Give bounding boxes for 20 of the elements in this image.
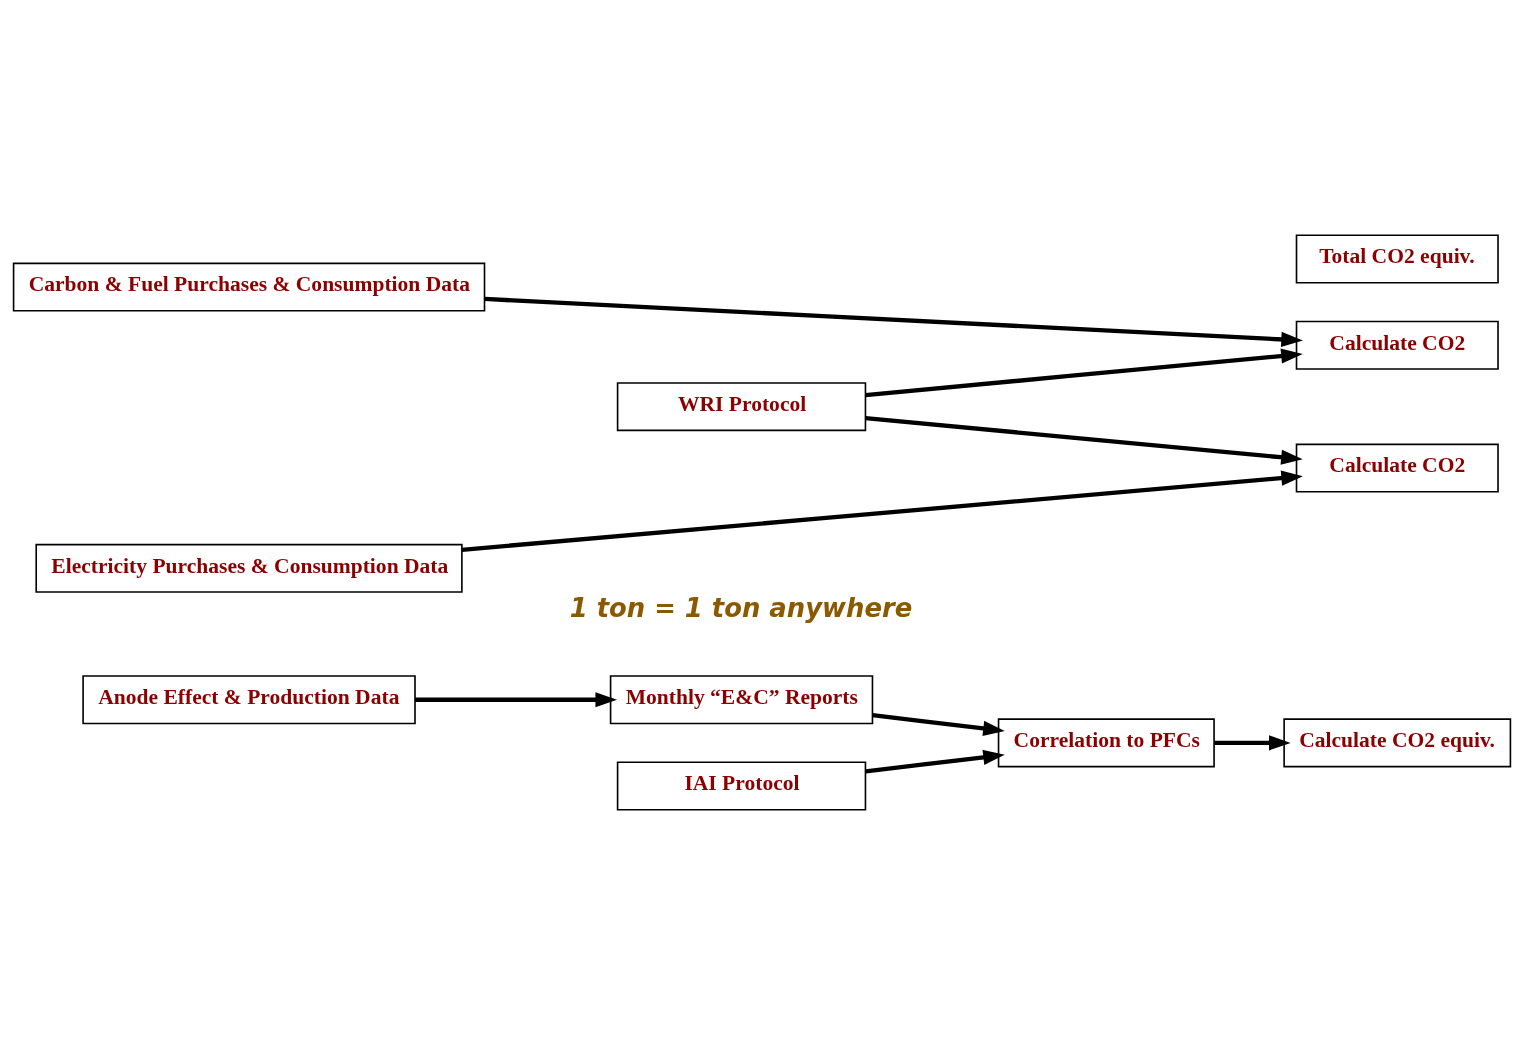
arrow xyxy=(872,712,1005,736)
arrow xyxy=(865,348,1303,397)
node-box: IAI Protocol xyxy=(616,760,867,810)
arrow xyxy=(484,296,1303,347)
node-box: WRI Protocol xyxy=(616,381,867,431)
node-box: Monthly “E&C” Reports xyxy=(609,674,874,724)
node-box: Calculate CO2 xyxy=(1295,320,1499,370)
arrow xyxy=(865,749,1005,773)
node-box: Correlation to PFCs xyxy=(997,717,1215,767)
node-box: Carbon & Fuel Purchases & Consumption Data xyxy=(12,262,486,312)
arrow xyxy=(461,470,1303,552)
node-box: Calculate CO2 xyxy=(1295,443,1499,493)
node-box: Electricity Purchases & Consumption Data xyxy=(35,543,463,593)
label: 1 ton = 1 ton anywhere xyxy=(569,592,913,623)
node-box: Calculate CO2 equiv. xyxy=(1283,717,1512,767)
arrow xyxy=(865,415,1303,465)
node-box: Anode Effect & Production Data xyxy=(82,674,416,724)
node-box: Total CO2 equiv. xyxy=(1295,234,1499,284)
arrow xyxy=(1214,734,1291,750)
arrow xyxy=(415,691,618,707)
